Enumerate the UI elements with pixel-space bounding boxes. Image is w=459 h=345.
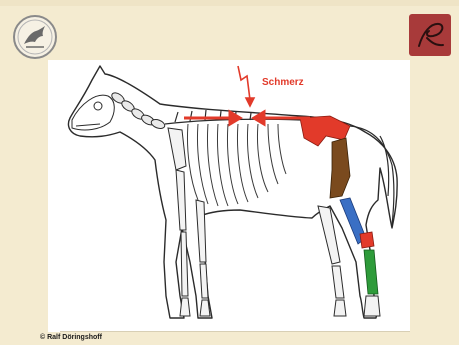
horse-emblem-logo [12,14,58,60]
hock-highlight [360,232,374,248]
arrow-left-head [230,112,240,124]
hind-hoof [364,296,380,316]
slide-divider [60,331,410,332]
tail [350,126,394,226]
arrow-right-head [254,112,264,124]
copyright-text: © Ralf Döringshoff [40,334,102,341]
second-hind-leg [318,206,346,316]
horse-emblem-icon [12,14,58,60]
skull [72,95,114,130]
femur-highlight [330,138,350,198]
ribcage [187,124,286,206]
front-legs [168,128,210,316]
top-border [0,0,459,6]
lightning-bolt-icon [238,66,254,106]
signature-logo [409,14,451,56]
neck-vertebrae [110,91,166,130]
signature-logo-icon [409,14,451,56]
horse-outline [68,66,397,318]
skeleton-slide [48,60,410,332]
pain-annotation-label: Schmerz [262,77,304,88]
pain-arrows [184,112,310,124]
cannon-highlight [364,250,378,294]
horse-skeleton-diagram [48,60,410,332]
